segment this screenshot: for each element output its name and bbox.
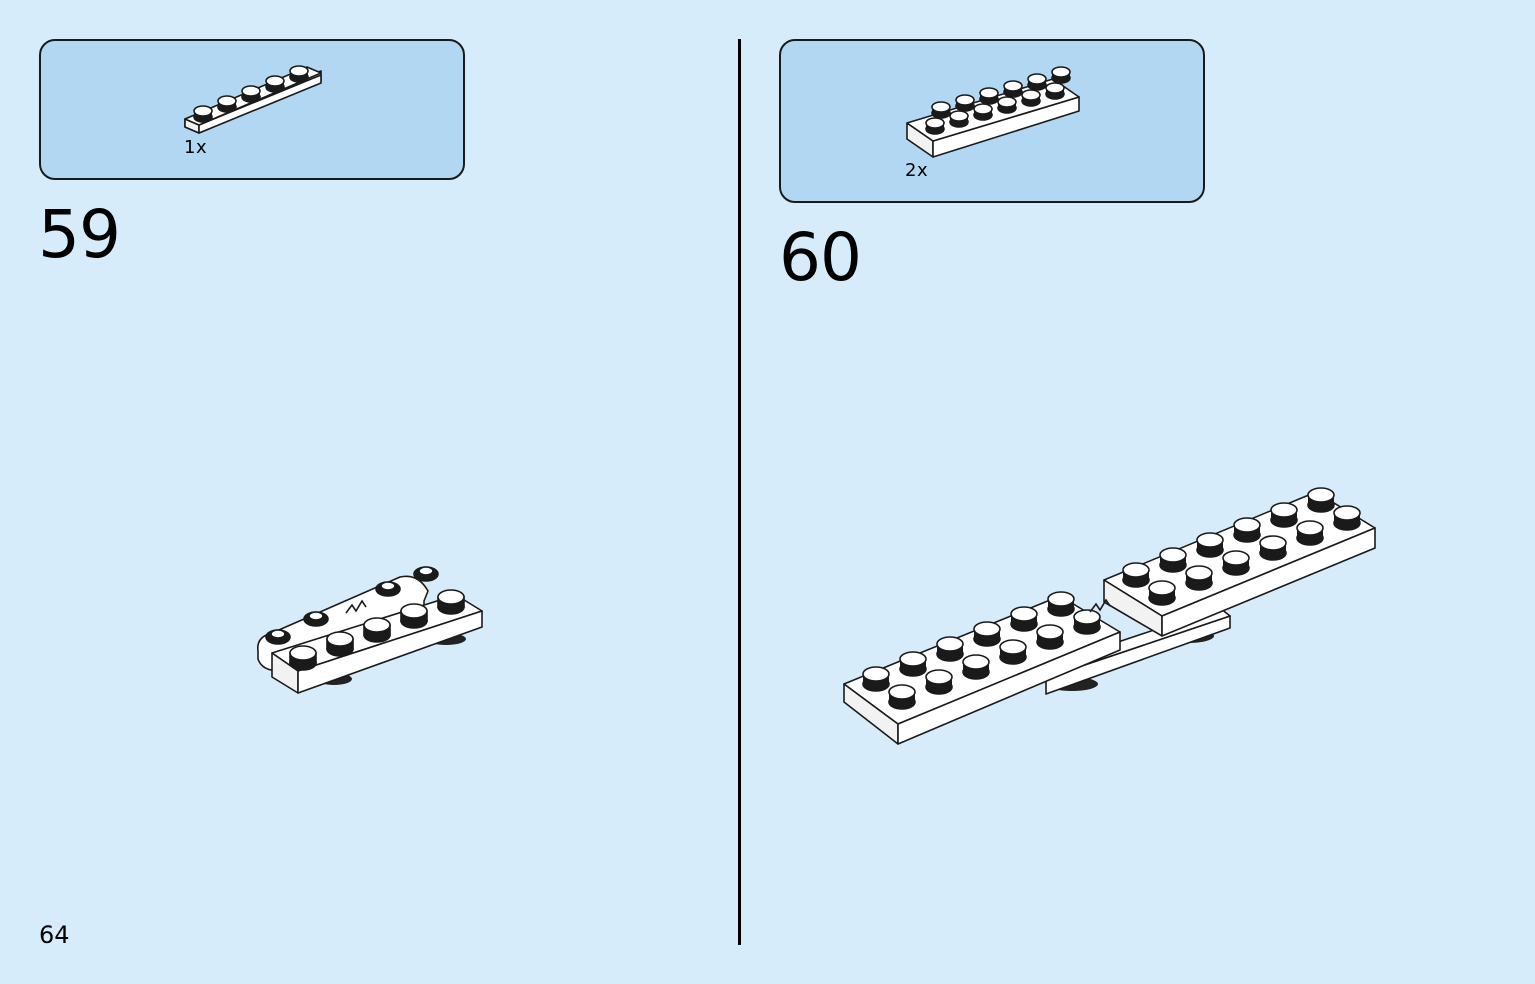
step-59-model-illustration [256, 566, 483, 694]
part-quantity: 2x [905, 160, 929, 181]
parts-callout-step-59: 1x [39, 39, 465, 180]
step-number: 60 [779, 219, 862, 296]
emblem-mark-icon [1089, 598, 1111, 613]
parts-callout-step-60: 2x [779, 39, 1205, 203]
step-60-model-illustration [843, 487, 1376, 745]
white-plate-2x6-icon [906, 66, 1080, 158]
part-quantity: 1x [184, 137, 208, 158]
white-plate-1x6-icon [184, 65, 322, 134]
page-number: 64 [39, 921, 70, 949]
emblem-mark-icon [345, 599, 367, 614]
page-divider [738, 39, 741, 945]
step-number: 59 [38, 196, 121, 273]
